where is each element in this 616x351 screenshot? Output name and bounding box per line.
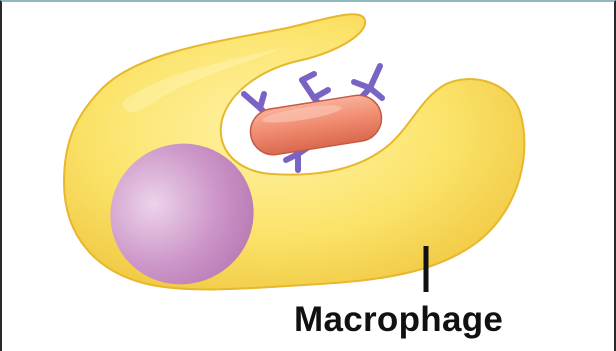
bacterium xyxy=(247,92,385,158)
macrophage-label: Macrophage xyxy=(294,300,503,340)
